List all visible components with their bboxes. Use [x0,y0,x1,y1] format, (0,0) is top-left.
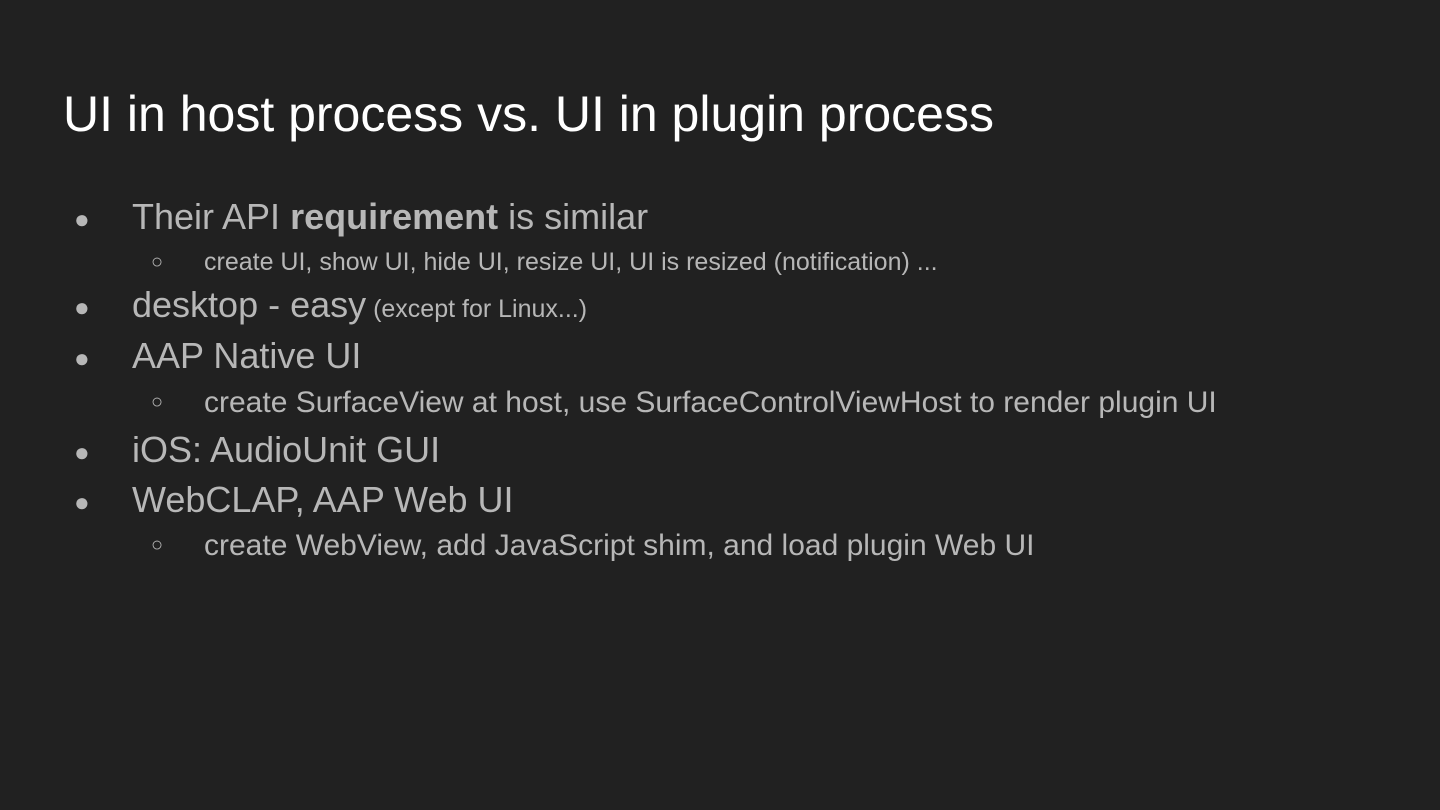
bullet-text-prefix: Their API [132,196,291,237]
sub-bullet-text: create UI, show UI, hide UI, resize UI, … [204,248,938,276]
bullet-marker: ● [74,292,90,322]
sub-bullet-marker: ○ [151,251,164,273]
bullet-marker: ● [74,487,90,517]
bullet-text-bold: requirement [290,196,499,237]
bullet-text: iOS: AudioUnit GUI [132,429,441,470]
slide-title: UI in host process vs. UI in plugin proc… [63,86,994,142]
bullet-text-main: desktop - easy [132,284,367,325]
bullet-text: WebCLAP, AAP Web UI [132,479,514,520]
bullet-text-aside: (except for Linux...) [366,295,588,323]
bullet-text: AAP Native UI [132,335,362,376]
bullet-marker: ● [74,204,90,234]
sub-bullet-text: create WebView, add JavaScript shim, and… [204,529,1035,562]
sub-bullet-marker: ○ [151,534,164,556]
bullet-text-suffix: is similar [498,196,649,237]
sub-bullet-marker: ○ [151,391,164,413]
sub-bullet-text: create SurfaceView at host, use SurfaceC… [204,386,1217,419]
bullet-text: desktop - easy (except for Linux...) [132,284,587,326]
bullet-marker: ● [74,437,90,467]
bullet-text: Their API requirement is similar [132,196,648,238]
bullet-marker: ● [74,343,90,373]
